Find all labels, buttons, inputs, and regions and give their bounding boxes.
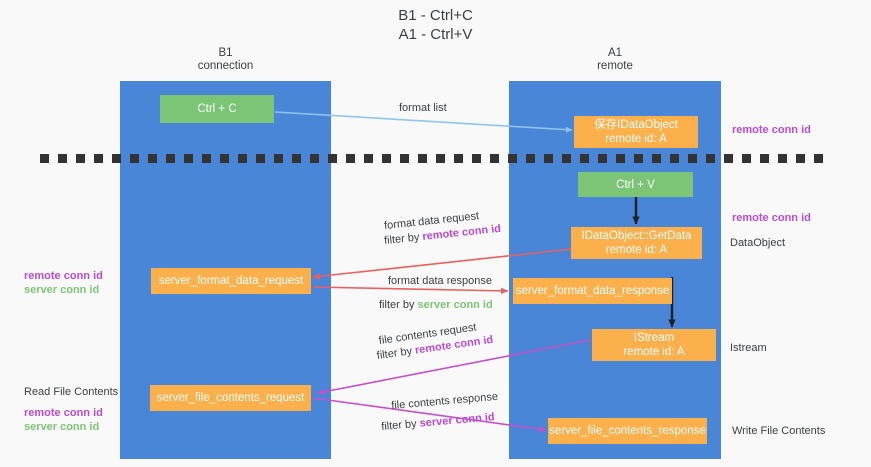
column-header-a1: A1 remote: [509, 47, 721, 73]
diagram-title: B1 - Ctrl+C A1 - Ctrl+V: [0, 6, 871, 44]
column-header-a1-name: A1: [607, 47, 623, 59]
edge-label-format-data-response-filter: filter by server conn id: [379, 298, 493, 313]
column-header-a1-sub: remote: [597, 60, 633, 72]
column-header-b1-sub: connection: [197, 60, 254, 72]
side-label-left-file-server-conn-id: server conn id: [24, 421, 100, 433]
side-label-right-top-remote-conn-id: remote conn id: [732, 124, 811, 136]
arrow-file-contents-response: [312, 397, 547, 433]
filter-prefix: filter by: [379, 299, 418, 311]
box-server-file-contents-request[interactable]: server_file_contents_request: [150, 385, 311, 411]
arrow-format-data-response: [312, 286, 509, 295]
arrow-format-data-request: [312, 248, 573, 280]
box-ctrl-c[interactable]: Ctrl + C: [160, 95, 274, 123]
arrow-file-contents-request: [317, 339, 591, 395]
title-line-1: B1 - Ctrl+C: [398, 7, 473, 24]
side-label-left-file-remote-conn-id: remote conn id: [24, 407, 103, 419]
side-label-istream: Istream: [730, 342, 767, 354]
box-server-format-data-request[interactable]: server_format_data_request: [151, 268, 311, 294]
side-label-dataobject: DataObject: [730, 237, 786, 249]
side-label-right-mid-remote-conn-id: remote conn id: [732, 212, 811, 224]
filter-prefix: filter by: [380, 417, 421, 434]
box-ctrl-v[interactable]: Ctrl + V: [578, 172, 693, 197]
phase-separator-dashed-line: [40, 154, 831, 163]
filter-prefix: filter by: [376, 344, 416, 363]
side-label-write-file-contents: Write File Contents: [732, 425, 826, 437]
box-istream[interactable]: IStream remote id: A: [592, 329, 716, 361]
side-label-left-server-conn-id: server conn id: [24, 284, 100, 296]
box-idataobject-getdata[interactable]: IDataObject::GetData remote id: A: [571, 227, 702, 259]
box-server-file-contents-response[interactable]: server_file_contents_response: [548, 418, 707, 444]
edge-label-format-list: format list: [399, 101, 447, 116]
column-header-b1-name: B1: [218, 47, 233, 59]
side-label-left-remote-conn-id: remote conn id: [24, 270, 103, 282]
arrow-format-list: [274, 111, 573, 133]
edge-label-format-list-text: format list: [399, 102, 447, 114]
title-line-2: A1 - Ctrl+V: [398, 26, 473, 43]
filter-prefix: filter by: [383, 231, 424, 248]
column-header-b1: B1 connection: [120, 47, 331, 73]
edge-label-format-data-response-text: format data response: [388, 275, 492, 287]
filter-value-server-conn-id: server conn id: [417, 299, 493, 311]
side-label-read-file-contents: Read File Contents: [24, 386, 119, 398]
box-server-format-data-response[interactable]: server_format_data_response: [513, 278, 672, 304]
edge-label-format-data-response: format data response: [388, 274, 492, 289]
box-save-idataobject[interactable]: 保存IDataObject remote id: A: [574, 116, 698, 148]
